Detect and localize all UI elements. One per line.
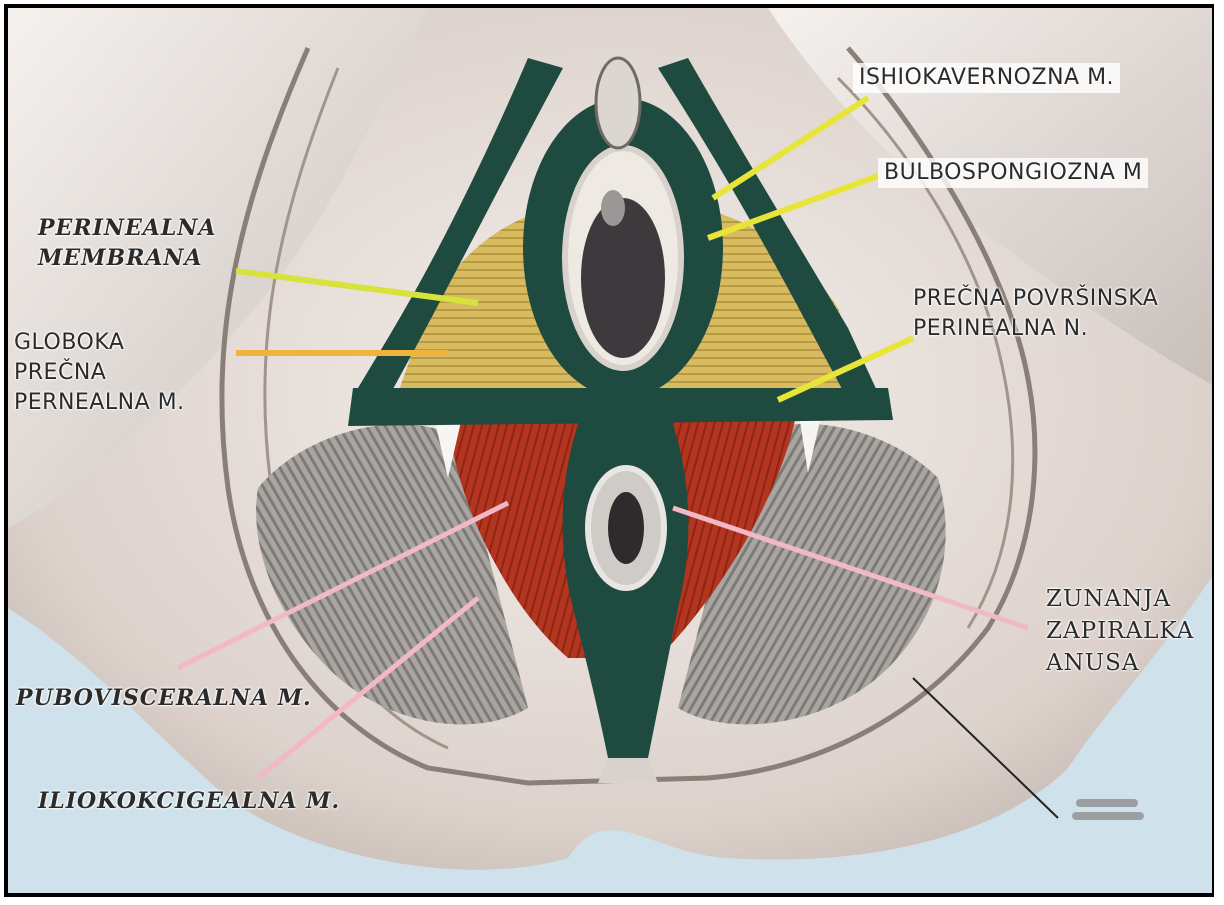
- coccyx-tip: [598, 758, 658, 783]
- perineum-illustration: [8, 8, 1214, 897]
- label-pubovisceralna: PUBOVISCERALNA M.: [16, 683, 312, 713]
- diagram-frame: ISHIOKAVERNOZNA M. BULBOSPONGIOZNA M PER…: [4, 4, 1214, 897]
- anal-opening: [608, 492, 644, 564]
- label-zunanja-zapiralka: ZUNANJA ZAPIRALKA ANUSA: [1046, 583, 1194, 679]
- label-iliokokcigealna: ILIOKOKCIGEALNA M.: [38, 786, 340, 816]
- label-precna-povrsinska: PREČNA POVRŠINSKA PERINEALNA N.: [913, 284, 1158, 344]
- label-bulbospongiozna: BULBOSPONGIOZNA M: [878, 158, 1148, 188]
- label-ishiokavernozna: ISHIOKAVERNOZNA M.: [853, 63, 1120, 93]
- urethral-opening: [601, 190, 625, 226]
- label-globoka-precna: GLOBOKA PREČNA PERNEALNA M.: [14, 328, 185, 418]
- vaginal-opening: [581, 198, 665, 358]
- clitoris: [596, 58, 640, 148]
- label-perinealna-membrana: PERINEALNA MEMBRANA: [38, 213, 216, 273]
